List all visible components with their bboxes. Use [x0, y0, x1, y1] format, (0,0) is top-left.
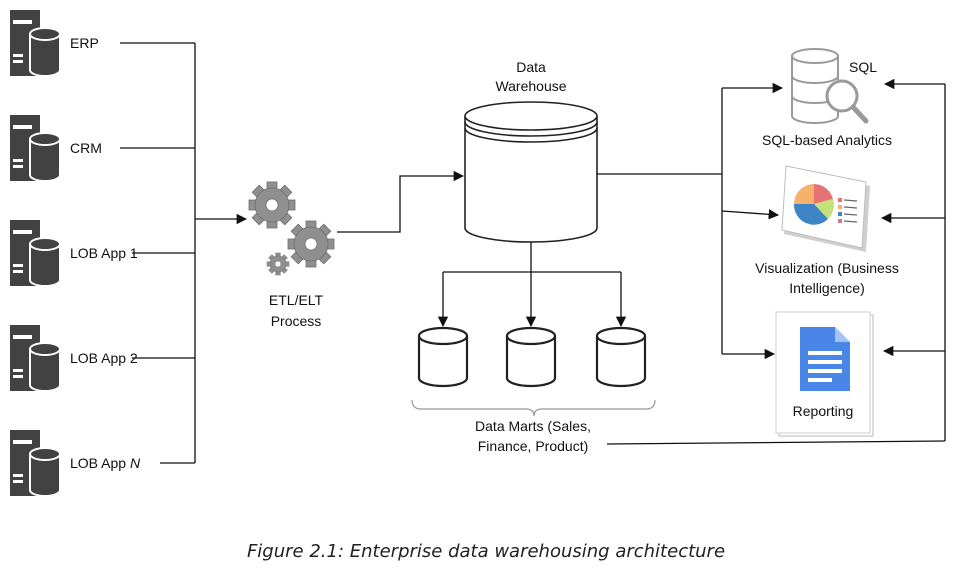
source-label: LOB App 2	[70, 350, 138, 366]
sql-analytics-label: SQL-based Analytics	[762, 132, 892, 148]
warehouse-to-consumers-arrows	[597, 82, 784, 360]
source-label: ERP	[70, 35, 99, 51]
sql-icon-label: SQL	[849, 59, 877, 75]
server-database-icon	[9, 9, 61, 77]
source-label: LOB App N	[70, 455, 141, 471]
warehouse-to-marts-arrows	[437, 242, 627, 328]
server-database-icon	[9, 114, 61, 182]
warehouse-label-line1: Data	[516, 59, 546, 75]
visualization-bi: Visualization (Business Intelligence)	[755, 165, 899, 296]
data-marts-label-line2: Finance, Product)	[478, 438, 589, 454]
source-erp: ERP	[9, 9, 99, 77]
server-database-icon	[9, 219, 61, 287]
server-database-icon	[9, 429, 61, 497]
etl-process: ETL/ELT Process	[248, 181, 335, 329]
gears-icon	[248, 181, 335, 276]
data-marts-brace	[411, 399, 656, 417]
visualization-label-line1: Visualization (Business	[755, 260, 899, 276]
source-connectors	[120, 42, 248, 464]
figure-caption: Figure 2.1: Enterprise data warehousing …	[247, 541, 725, 562]
sql-analytics: SQL SQL-based Analytics	[762, 48, 892, 148]
reporting: Reporting	[775, 311, 874, 437]
etl-label-line2: Process	[271, 313, 322, 329]
sql-database-search-icon	[791, 48, 869, 124]
server-database-icon	[9, 324, 61, 392]
data-mart-icon	[505, 326, 557, 388]
etl-label-line1: ETL/ELT	[269, 292, 324, 308]
source-label: LOB App 1	[70, 245, 138, 261]
warehouse-label-line2: Warehouse	[495, 78, 566, 94]
pie-chart-screen-icon	[781, 165, 870, 252]
source-lob-app-2: LOB App 2	[9, 324, 138, 392]
data-marts-label-line1: Data Marts (Sales,	[475, 418, 591, 434]
data-mart-icon	[595, 326, 647, 388]
reporting-label: Reporting	[793, 403, 854, 419]
visualization-label-line2: Intelligence)	[789, 280, 865, 296]
warehouse-database-icon	[464, 101, 598, 243]
source-label-text: LOB App	[70, 455, 130, 471]
marts-to-consumers-arrows	[606, 78, 946, 445]
source-label-italic: N	[130, 455, 141, 471]
data-mart-icon	[417, 326, 469, 388]
source-lob-app-n: LOB App N	[9, 429, 141, 497]
document-icon	[800, 327, 850, 391]
data-warehouse: Data Warehouse	[464, 59, 598, 243]
source-crm: CRM	[9, 114, 102, 182]
etl-to-warehouse-arrow	[337, 170, 465, 233]
source-lob-app-1: LOB App 1	[9, 219, 138, 287]
source-label: CRM	[70, 140, 102, 156]
data-marts: Data Marts (Sales, Finance, Product)	[411, 326, 656, 454]
